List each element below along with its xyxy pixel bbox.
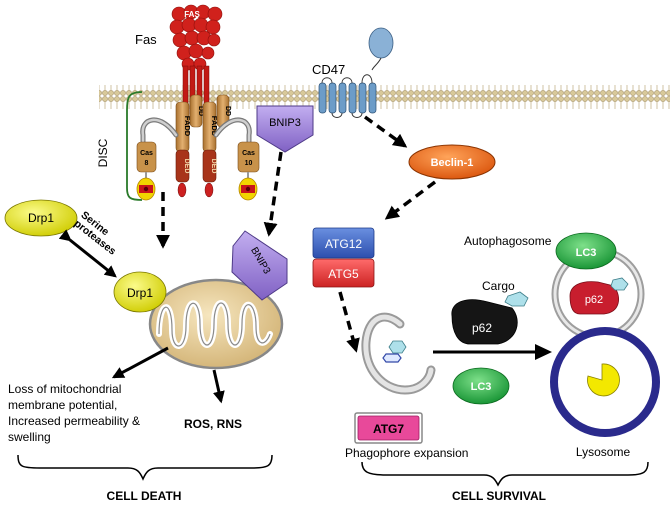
ros-label: ROS, RNS — [184, 417, 242, 431]
svg-text:10: 10 — [245, 160, 253, 167]
arrow-cd47-to-beclin — [363, 115, 408, 148]
cd47-label: CD47 — [312, 62, 345, 77]
atg5: ATG5 — [312, 258, 375, 288]
cell-death-bracket — [17, 454, 273, 481]
atg7: ATG7 — [354, 412, 423, 444]
fas-label: Fas — [135, 32, 157, 47]
svg-text:ATG7: ATG7 — [373, 422, 404, 436]
svg-text:DD: DD — [224, 106, 231, 116]
svg-text:ATG5: ATG5 — [328, 267, 359, 281]
p62-cargo: p62 — [451, 291, 529, 345]
phagophore-label: Phagophore expansion — [345, 446, 468, 460]
phagophore — [361, 312, 436, 395]
arrow-atg-to-phagophore — [338, 291, 360, 353]
caspase-8: Cas 8 — [136, 117, 179, 201]
arrow-to-lysosome — [433, 344, 552, 360]
loss-line-4: swelling — [8, 430, 51, 444]
drp1-mito: Drp1 — [113, 271, 167, 313]
arrow-bnip3-to-mito — [263, 151, 283, 237]
double-arrow-drp1 — [58, 229, 117, 278]
loss-line-1: Loss of mitochondrial — [8, 382, 121, 396]
lc3-middle: LC3 — [452, 367, 510, 405]
disc-label: DISC — [96, 138, 110, 167]
arrow-mito-to-ros — [212, 369, 225, 404]
cargo-label: Cargo — [482, 279, 515, 293]
svg-text:8: 8 — [145, 160, 149, 167]
drp1-top: Drp1 — [4, 199, 78, 237]
fadd-right: FADD DED — [202, 101, 219, 183]
dd-left: DD — [189, 94, 204, 128]
loss-line-3: Increased permeability & — [8, 414, 140, 428]
autophagosome-label: Autophagosome — [464, 234, 552, 248]
lc3-top: LC3 — [555, 232, 617, 270]
svg-text:LC3: LC3 — [471, 381, 492, 393]
svg-text:Cas: Cas — [242, 150, 255, 157]
arrow-mito-to-loss — [111, 346, 169, 379]
svg-text:DD: DD — [197, 106, 204, 116]
lysosome — [550, 327, 660, 437]
svg-text:Drp1: Drp1 — [127, 286, 153, 300]
svg-text:FADD: FADD — [183, 116, 192, 137]
bnip3-mito: BNIP3 — [231, 230, 288, 301]
svg-text:ATG12: ATG12 — [325, 237, 362, 251]
atg12: ATG12 — [312, 227, 375, 259]
mitochondrion — [148, 278, 284, 370]
loss-line-2: membrane potential, — [8, 398, 117, 412]
svg-text:BNIP3: BNIP3 — [269, 117, 301, 129]
svg-text:p62: p62 — [472, 321, 492, 335]
beclin-1: Beclin-1 — [408, 144, 496, 180]
ded-right-label: DED — [210, 159, 217, 174]
cell-survival-label: CELL SURVIVAL — [452, 489, 546, 503]
arrow-beclin-to-atg — [384, 180, 437, 220]
svg-text:Beclin-1: Beclin-1 — [431, 157, 474, 169]
svg-text:Drp1: Drp1 — [28, 211, 54, 225]
svg-text:Cas: Cas — [140, 150, 153, 157]
autophagosome: p62 — [551, 247, 645, 341]
lysosome-label: Lysosome — [576, 445, 631, 459]
svg-text:FADD: FADD — [210, 116, 219, 137]
fas-receptor-label: FAS — [184, 10, 200, 19]
svg-text:LC3: LC3 — [576, 247, 597, 259]
caspase-10: Cas 10 — [213, 117, 260, 201]
svg-text:p62: p62 — [585, 294, 603, 306]
cell-death-label: CELL DEATH — [107, 489, 182, 503]
cell-survival-bracket — [361, 461, 649, 487]
cd47-receptor — [318, 27, 394, 118]
fas-receptor: FAS — [169, 4, 223, 115]
bnip3-top: BNIP3 — [256, 105, 314, 153]
disc-bracket — [126, 91, 143, 201]
fadd-left: FADD DED — [175, 101, 192, 183]
ded-left-label: DED — [183, 159, 190, 174]
